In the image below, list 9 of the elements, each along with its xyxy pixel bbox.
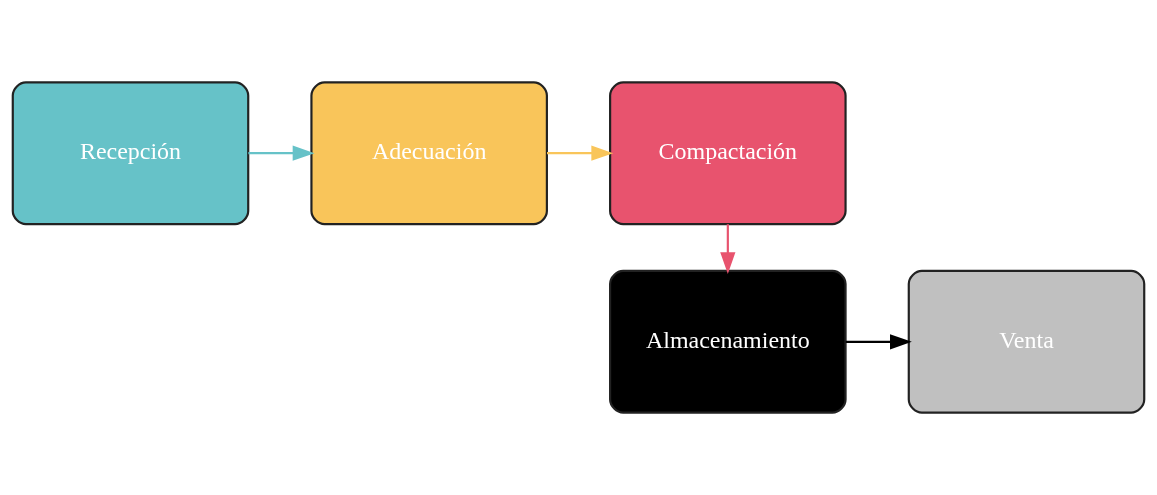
arrow [547, 145, 614, 161]
arrow [248, 145, 315, 161]
node-box: Compactación [609, 81, 847, 226]
node-box: Venta [907, 269, 1146, 414]
node-box: Recepción [11, 81, 250, 226]
arrow [720, 224, 736, 274]
arrow [845, 334, 912, 350]
node-box: Adecuación [310, 81, 548, 226]
node-box: Almacenamiento [609, 269, 847, 414]
